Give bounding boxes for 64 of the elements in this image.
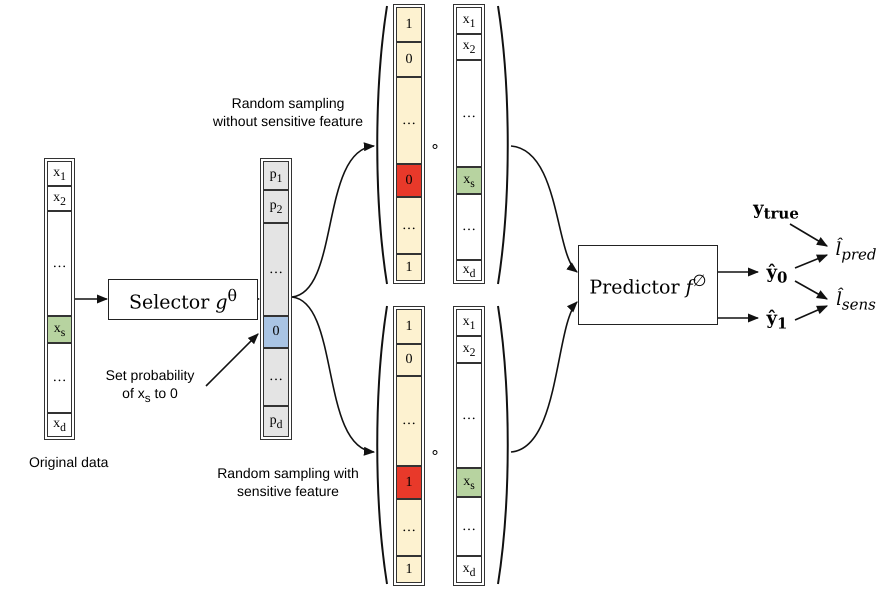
arrow xyxy=(718,268,760,276)
arrow xyxy=(75,294,108,304)
math-symbol: ŷ$_{1}$ xyxy=(760,304,794,336)
predictor-box: Predictor f$^{∅}$ xyxy=(578,245,718,325)
vector-cell: x$_{d}$ xyxy=(47,413,72,437)
vector-cell: x$_{1}$ xyxy=(456,7,482,34)
vector-cell: x$_{2}$ xyxy=(47,186,72,211)
vector-cell: … xyxy=(263,348,289,406)
vector-cell: 0 xyxy=(263,316,289,348)
vector-cell: x$_{s}$ xyxy=(456,468,482,497)
vector-cell: 1 xyxy=(396,7,422,42)
arrow xyxy=(794,280,828,300)
vector-cell: … xyxy=(456,363,482,468)
vector-cell: … xyxy=(456,497,482,556)
annotation-text: Set probability of x$_{s}$ to 0 xyxy=(98,366,202,408)
vector-cell: … xyxy=(263,223,289,316)
mask-vector xyxy=(393,4,425,284)
arrow xyxy=(794,305,828,321)
vector-cell: 0 xyxy=(396,344,422,376)
vector-cell: 1 xyxy=(396,556,422,583)
arrow xyxy=(510,301,578,453)
arrow xyxy=(510,145,578,273)
arrow xyxy=(292,296,376,454)
math-symbol: y$_{true}$ xyxy=(748,196,804,224)
probability-vector xyxy=(260,158,292,440)
arrow xyxy=(292,144,376,298)
vector-cell: … xyxy=(47,211,72,316)
vector-cell: 1 xyxy=(396,309,422,344)
vector-cell: 1 xyxy=(396,466,422,499)
vector-cell: x$_{s}$ xyxy=(456,167,482,194)
operator-symbol: ∘ xyxy=(430,137,440,156)
vector-cell: … xyxy=(456,60,482,167)
selector-box: Selector g$^{θ}$ xyxy=(108,279,258,320)
vector-cell: … xyxy=(396,499,422,556)
vector-cell: x$_{1}$ xyxy=(456,309,482,336)
caption-text: Original data xyxy=(29,453,108,471)
mask-vector xyxy=(393,306,425,586)
arrow xyxy=(718,314,760,322)
vector-cell: p$_{2}$ xyxy=(263,190,289,223)
vector-cell: x$_{2}$ xyxy=(456,34,482,60)
vector-cell: 0 xyxy=(396,42,422,77)
vector-cell: … xyxy=(396,376,422,466)
vector-cell: … xyxy=(396,77,422,164)
vector-cell: x$_{s}$ xyxy=(47,316,72,343)
math-symbol: l̂$_{pred}$ xyxy=(828,236,884,266)
math-symbol: ŷ$_{0}$ xyxy=(760,258,794,290)
feature-vector xyxy=(453,306,485,586)
vector-cell: p$_{d}$ xyxy=(263,406,289,437)
vector-cell: x$_{2}$ xyxy=(456,336,482,363)
leader-line xyxy=(205,333,259,387)
feature-vector xyxy=(453,4,485,284)
arrow xyxy=(790,223,828,247)
vector-cell: … xyxy=(396,197,422,254)
vector-cell: x$_{d}$ xyxy=(456,260,482,281)
operator-symbol: ∘ xyxy=(430,443,440,462)
vector-cell: … xyxy=(47,343,72,413)
vector-cell: 1 xyxy=(396,254,422,281)
arrow xyxy=(794,254,828,269)
vector-cell: 0 xyxy=(396,164,422,197)
math-symbol: l̂$_{sens}$ xyxy=(828,286,884,316)
vector-cell: p$_{1}$ xyxy=(263,161,289,190)
vector-cell: x$_{1}$ xyxy=(47,161,72,186)
vector-cell: x$_{d}$ xyxy=(456,556,482,583)
vector-cell: … xyxy=(456,194,482,260)
